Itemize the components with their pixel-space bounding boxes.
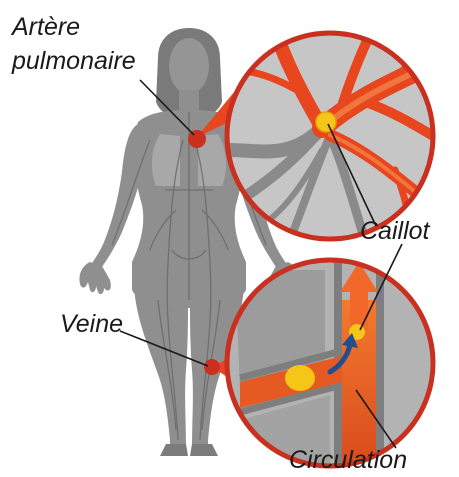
label-circulation: Circulation bbox=[289, 448, 407, 473]
left-arm bbox=[90, 124, 142, 270]
vein-clot-large bbox=[285, 365, 315, 391]
label-artery-line1: Artère bbox=[12, 15, 80, 40]
left-leg bbox=[134, 286, 188, 448]
left-hand bbox=[79, 262, 110, 294]
vein-lens bbox=[225, 255, 433, 470]
label-vein: Veine bbox=[60, 312, 123, 337]
label-artery-line2: pulmonaire bbox=[12, 49, 136, 74]
right-foot bbox=[190, 444, 218, 456]
vein-dot bbox=[204, 359, 220, 375]
label-clot: Caillot bbox=[360, 219, 429, 244]
left-foot bbox=[160, 444, 188, 456]
head bbox=[169, 38, 209, 94]
artery-clot bbox=[316, 112, 336, 132]
neck bbox=[179, 90, 199, 112]
